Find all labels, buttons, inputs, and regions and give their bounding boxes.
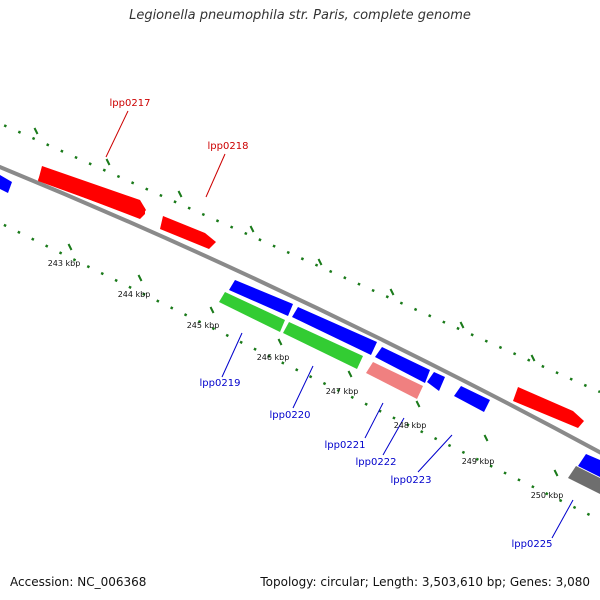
kbp-tick-label: 248 kbp xyxy=(394,421,427,430)
kbp-tick-labels: 243 kbp 244 kbp 245 kbp 246 kbp 247 kbp 248 k… xyxy=(48,259,564,500)
gene-label-lpp0222[interactable]: lpp0222 xyxy=(356,457,397,468)
kbp-tick-label: 247 kbp xyxy=(326,387,359,396)
inner-tick-track xyxy=(0,221,600,522)
gene-reverse-a[interactable] xyxy=(229,280,293,316)
label-connector xyxy=(364,402,384,439)
kbp-tick-label: 245 kbp xyxy=(187,321,220,330)
genome-backbone xyxy=(0,164,600,455)
major-tick xyxy=(347,370,353,378)
label-connector xyxy=(382,417,405,456)
gene-labels: lpp0217 lpp0218 lpp0219 lpp0220 lpp0221 lpp02… xyxy=(110,98,553,550)
genome-summary: Topology: circular; Length: 3,503,610 bp… xyxy=(260,575,590,589)
major-tick xyxy=(67,243,73,251)
kbp-tick-label: 249 kbp xyxy=(462,457,495,466)
major-tick xyxy=(530,354,536,362)
major-tick xyxy=(389,288,395,296)
label-connector xyxy=(292,365,314,409)
gene-lpp0219[interactable] xyxy=(219,292,285,332)
gene-features xyxy=(0,166,600,494)
gene-reverse-e[interactable] xyxy=(454,386,490,412)
gene-label-lpp0220[interactable]: lpp0220 xyxy=(270,410,311,421)
gene-reverse-right[interactable] xyxy=(578,454,600,477)
kbp-tick-label: 244 kbp xyxy=(118,290,151,299)
gene-reverse-c[interactable] xyxy=(375,347,430,383)
kbp-tick-label: 250 kbp xyxy=(531,491,564,500)
major-tick xyxy=(317,258,323,266)
outer-tick-track xyxy=(0,122,600,394)
gene-reverse-d[interactable] xyxy=(427,372,445,391)
major-tick xyxy=(105,158,111,166)
major-tick xyxy=(177,190,183,198)
major-tick xyxy=(483,434,489,442)
major-tick xyxy=(277,338,283,346)
gene-label-lpp0217[interactable]: lpp0217 xyxy=(110,98,151,109)
map-title: Legionella pneumophila str. Paris, compl… xyxy=(129,8,471,23)
accession-label: Accession: NC_006368 xyxy=(10,575,147,589)
major-tick xyxy=(249,225,255,233)
gene-lpp0218[interactable] xyxy=(160,216,216,249)
major-tick xyxy=(415,400,421,408)
gene-lpp0222[interactable] xyxy=(366,362,423,399)
label-connector xyxy=(105,110,129,158)
gene-reverse-b[interactable] xyxy=(292,307,377,355)
label-connector xyxy=(417,434,453,473)
major-tick xyxy=(33,127,39,135)
gene-lpp0220[interactable] xyxy=(283,322,363,369)
major-tick xyxy=(209,306,215,314)
inner-tick-dots xyxy=(0,221,600,522)
label-connector xyxy=(551,499,574,539)
gene-label-lpp0218[interactable]: lpp0218 xyxy=(208,141,249,152)
major-tick xyxy=(459,321,465,329)
major-tick xyxy=(137,274,143,282)
kbp-tick-label: 243 kbp xyxy=(48,259,81,268)
gene-lpp0217[interactable] xyxy=(38,166,146,218)
label-connectors xyxy=(105,110,574,539)
outer-tick-dots xyxy=(0,122,600,394)
gene-forward-right[interactable] xyxy=(513,387,584,428)
gene-label-lpp0225[interactable]: lpp0225 xyxy=(512,539,553,550)
major-tick xyxy=(553,469,559,477)
gene-label-lpp0221[interactable]: lpp0221 xyxy=(325,440,366,451)
gene-lpp0225[interactable] xyxy=(568,466,600,494)
kbp-tick-label: 246 kbp xyxy=(257,353,290,362)
gene-label-lpp0219[interactable]: lpp0219 xyxy=(200,378,241,389)
label-connector xyxy=(205,153,226,198)
gene-reverse-edge[interactable] xyxy=(0,175,12,193)
gene-label-lpp0223[interactable]: lpp0223 xyxy=(391,475,432,486)
label-connector xyxy=(221,332,243,378)
